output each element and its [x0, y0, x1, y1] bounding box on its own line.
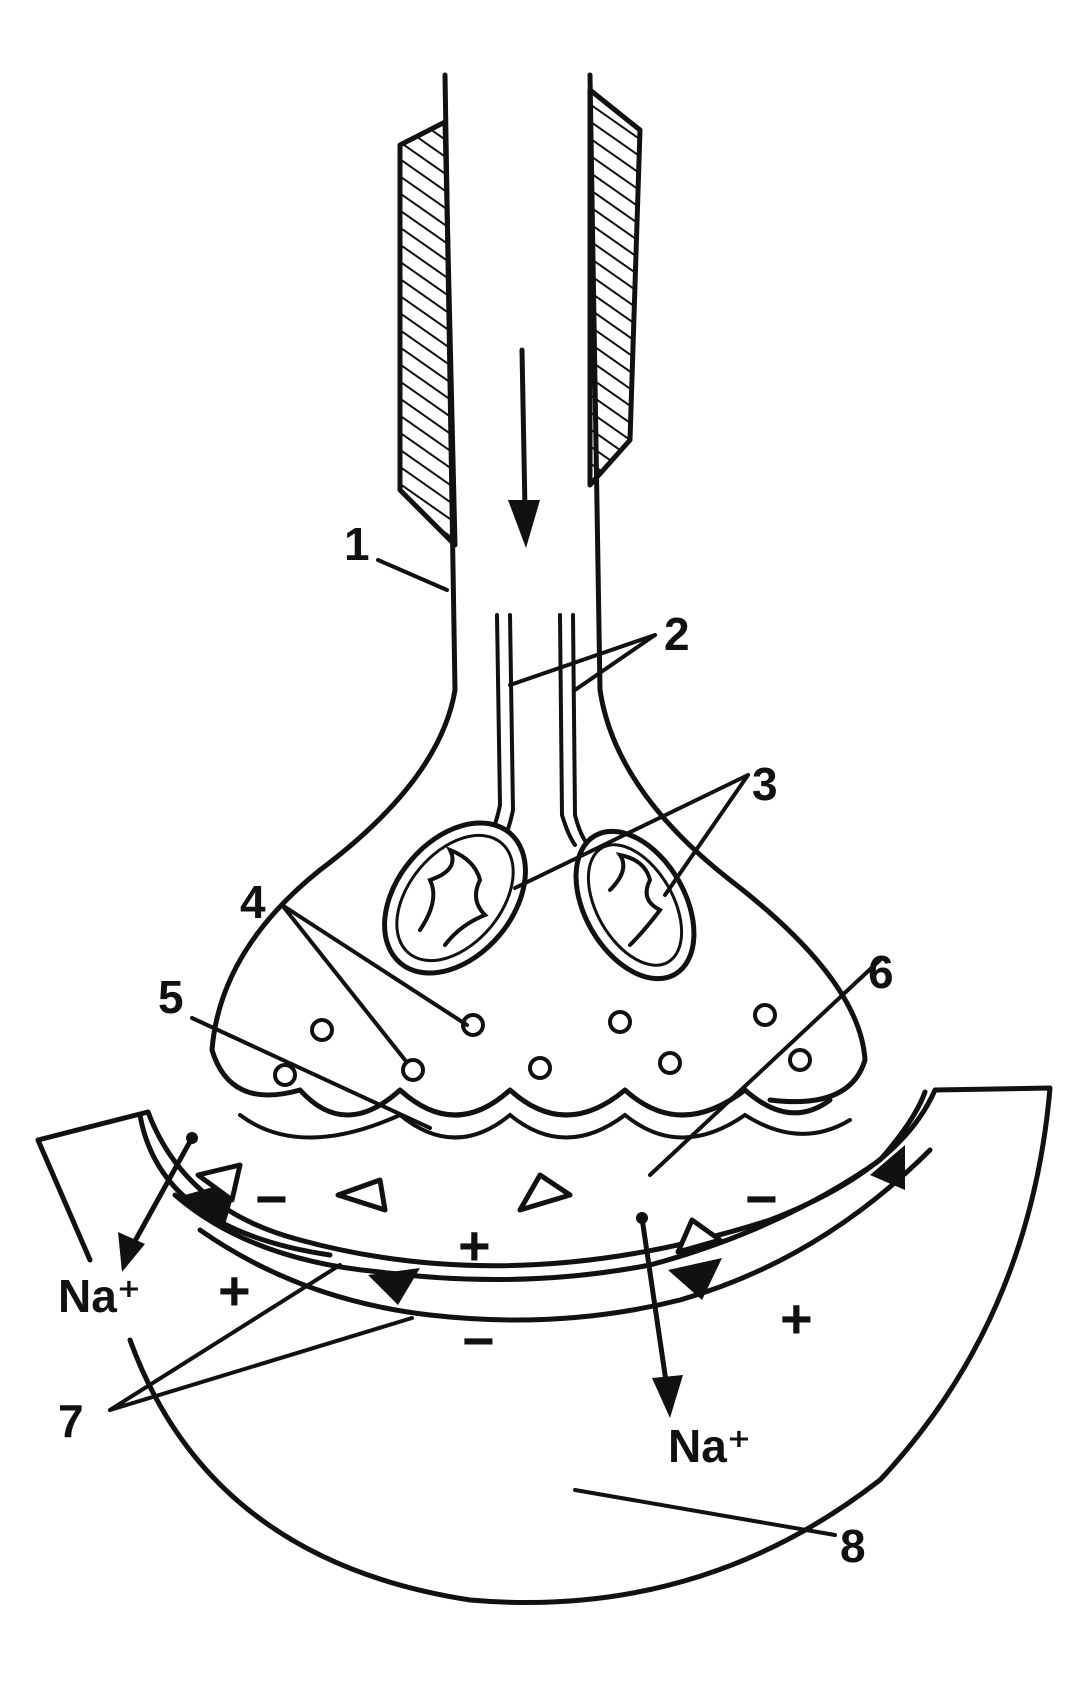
sodium-flux-arrows	[118, 1132, 683, 1418]
impulse-direction-arrow	[508, 347, 540, 548]
vesicle	[310, 1018, 334, 1042]
postsynaptic-membrane	[35, 1085, 1053, 1605]
vesicle	[273, 1063, 297, 1087]
label-2: 2	[664, 608, 690, 660]
vesicle	[528, 1056, 552, 1080]
vesicle	[753, 1003, 777, 1027]
sodium-ion-label-left: Na⁺	[58, 1270, 141, 1322]
label-7: 7	[58, 1395, 84, 1447]
charge-signs: − − − + + +	[218, 1167, 813, 1372]
label-3: 3	[752, 758, 778, 810]
mitochondrion-left	[382, 820, 528, 976]
synaptic-vesicles	[273, 1003, 812, 1087]
plus-sign: +	[218, 1259, 251, 1322]
label-4: 4	[240, 876, 266, 928]
minus-sign: −	[462, 1309, 495, 1372]
label-1: 1	[344, 518, 370, 570]
axon-terminal	[209, 72, 868, 1140]
leader-lines	[108, 558, 882, 1537]
sodium-ion-label-right: Na⁺	[668, 1420, 751, 1472]
ion-labels: Na⁺ Na⁺	[58, 1270, 751, 1472]
label-8: 8	[840, 1520, 866, 1572]
number-labels: 1 2 3 4 5 6 7 8	[58, 518, 894, 1572]
plus-sign: +	[458, 1214, 491, 1277]
vesicle	[658, 1051, 682, 1075]
plus-sign: +	[780, 1287, 813, 1350]
label-6: 6	[868, 946, 894, 998]
vesicle	[461, 1013, 485, 1037]
minus-sign: −	[745, 1167, 778, 1230]
vesicle	[788, 1048, 812, 1072]
label-5: 5	[158, 971, 184, 1023]
vesicle	[401, 1058, 425, 1082]
mitochondrion-right	[573, 828, 697, 982]
mitochondria	[382, 820, 697, 982]
neurofibrils	[483, 613, 590, 852]
vesicle	[608, 1010, 632, 1034]
myelin-sheath	[397, 87, 643, 548]
mediator-molecules	[195, 1162, 723, 1255]
minus-sign: −	[255, 1167, 288, 1230]
